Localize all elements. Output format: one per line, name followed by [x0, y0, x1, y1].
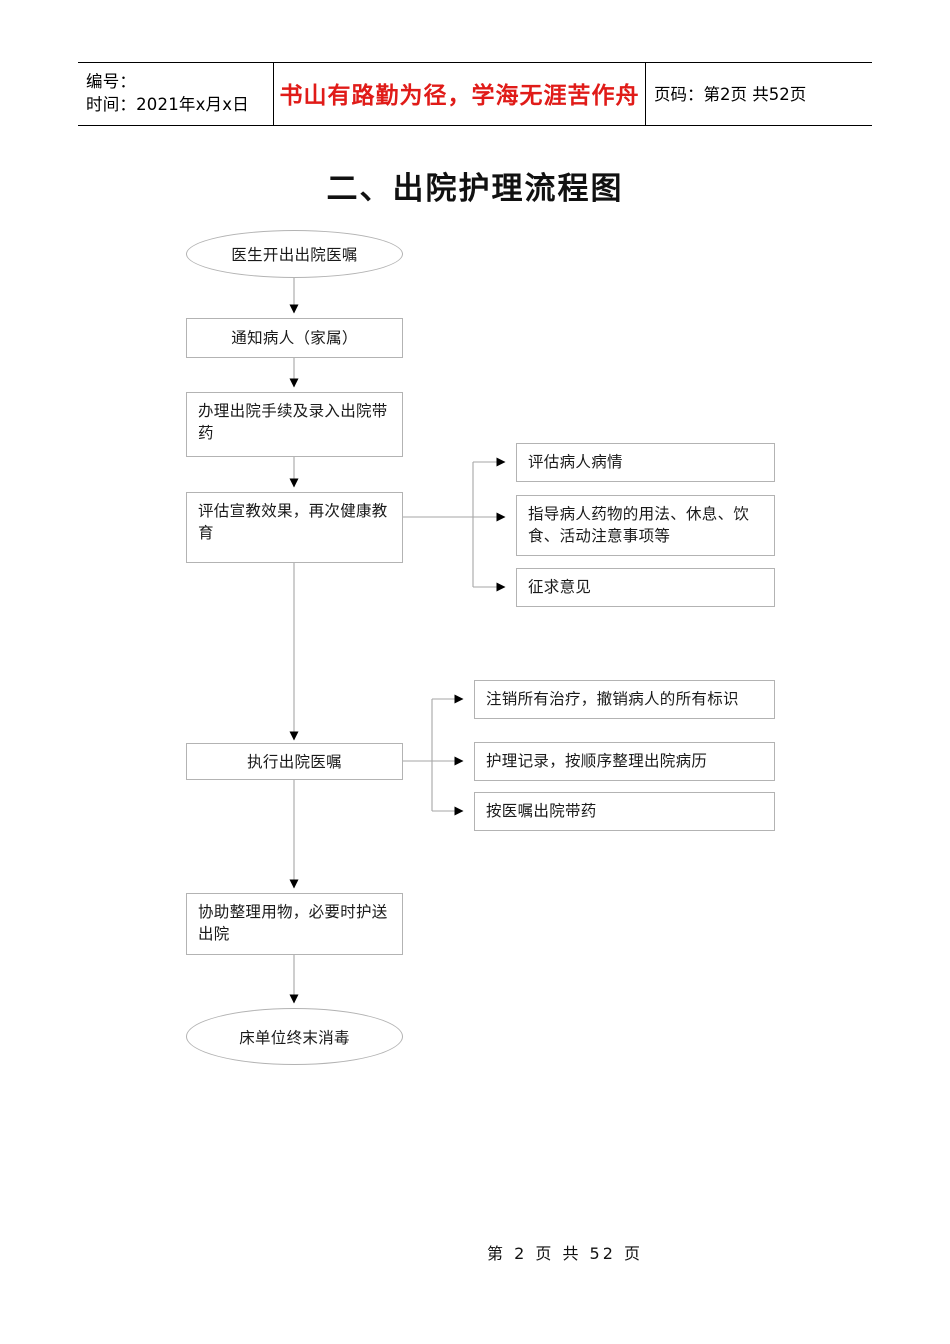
page-title: 二、出院护理流程图	[326, 171, 624, 207]
flow-branch-nursing-records[interactable]: 护理记录，按顺序整理出院病历	[474, 742, 775, 781]
footer-page-number: 第 2 页 共 52 页	[487, 1244, 643, 1263]
flow-node-assist-belongings[interactable]: 协助整理用物，必要时护送出院	[186, 893, 403, 955]
flow-branch-cancel-treatments-label: 注销所有治疗，撤销病人的所有标识	[486, 690, 739, 708]
header-motto-text: 书山有路勤为径，学海无涯苦作舟	[279, 83, 640, 109]
flow-branch-take-home-medication-label: 按医嘱出院带药	[486, 802, 597, 820]
flow-branch-nursing-records-label: 护理记录，按顺序整理出院病历	[486, 752, 708, 770]
flow-node-execute-orders-label: 执行出院医嘱	[247, 752, 342, 771]
flow-node-end[interactable]: 床单位终末消毒	[186, 1008, 403, 1065]
flow-branch-take-home-medication[interactable]: 按医嘱出院带药	[474, 792, 775, 831]
flow-node-health-education[interactable]: 评估宣教效果，再次健康教育	[186, 492, 403, 563]
flow-node-notify-patient-label: 通知病人（家属）	[231, 329, 358, 347]
flow-branch-medication-guidance[interactable]: 指导病人药物的用法、休息、饮食、活动注意事项等	[516, 495, 775, 556]
page-footer: 第 2 页 共 52 页	[0, 1240, 950, 1264]
flow-node-execute-orders[interactable]: 执行出院医嘱	[186, 743, 403, 780]
header-cell-page: 页码：第2页 共52页	[646, 63, 872, 125]
flow-node-discharge-formalities[interactable]: 办理出院手续及录入出院带药	[186, 392, 403, 457]
flow-branch-collect-feedback[interactable]: 征求意见	[516, 568, 775, 607]
flow-branch-cancel-treatments[interactable]: 注销所有治疗，撤销病人的所有标识	[474, 680, 775, 719]
header-time-label: 时间：2021年x月x日	[86, 95, 249, 114]
flow-node-discharge-formalities-label: 办理出院手续及录入出院带药	[198, 402, 388, 442]
flow-node-assist-belongings-label: 协助整理用物，必要时护送出院	[198, 903, 388, 943]
flow-node-end-label: 床单位终末消毒	[239, 1028, 350, 1047]
flow-branch-assess-condition-label: 评估病人病情	[528, 453, 623, 471]
header-cell-code: 编号： 时间：2021年x月x日	[78, 63, 274, 125]
header-page-label: 页码：第2页 共52页	[654, 85, 807, 104]
flow-branch-assess-condition[interactable]: 评估病人病情	[516, 443, 775, 482]
flow-branch-collect-feedback-label: 征求意见	[528, 578, 592, 596]
flow-node-health-education-label: 评估宣教效果，再次健康教育	[198, 502, 388, 542]
page-header-table: 编号： 时间：2021年x月x日 书山有路勤为径，学海无涯苦作舟 页码：第2页 …	[78, 62, 872, 126]
flow-node-notify-patient[interactable]: 通知病人（家属）	[186, 318, 403, 358]
flow-node-start[interactable]: 医生开出出院医嘱	[186, 230, 403, 278]
flow-node-start-label: 医生开出出院医嘱	[231, 246, 358, 264]
header-cell-motto: 书山有路勤为径，学海无涯苦作舟	[274, 63, 646, 125]
flow-branch-medication-guidance-label: 指导病人药物的用法、休息、饮食、活动注意事项等	[528, 505, 750, 545]
header-code-label: 编号：	[86, 72, 137, 91]
